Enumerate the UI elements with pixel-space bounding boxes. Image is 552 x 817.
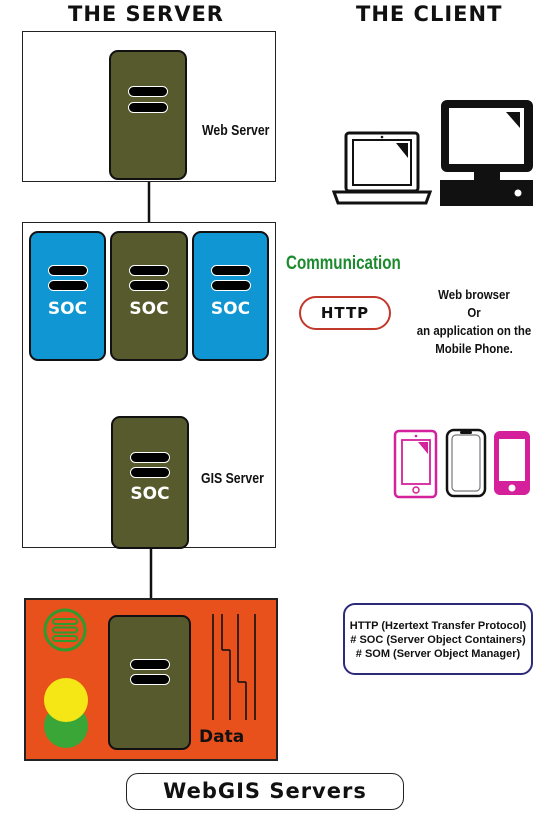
legend-line-3: # SOM (Server Object Manager) xyxy=(355,648,521,660)
soc-label: SOC xyxy=(210,299,251,319)
traffic-light-icon xyxy=(44,678,88,748)
web-server-label: Web Server xyxy=(202,122,270,139)
legend-box: HTTP (Hzertext Transfer Protocol) # SOC … xyxy=(343,603,533,675)
soc-label: SOC xyxy=(129,299,169,319)
gis-server-unit: SOC xyxy=(111,416,189,549)
client-header: THE CLIENT xyxy=(356,2,503,26)
smartphone-pink-icon xyxy=(494,431,530,495)
client-description: Web browser Or an application on the Mob… xyxy=(391,286,552,358)
legend-line-2: # SOC (Server Object Containers) xyxy=(350,634,526,646)
gis-soc-label: SOC xyxy=(130,484,170,504)
data-lines-icon xyxy=(212,614,256,720)
http-badge: HTTP xyxy=(299,296,391,330)
client-note-line-3: an application on the xyxy=(416,323,532,338)
legend-line-1: HTTP (Hzertext Transfer Protocol) xyxy=(349,620,527,632)
client-note-line-2: Or xyxy=(467,305,481,320)
soc-container-2: SOC xyxy=(110,231,188,361)
footer-title: WebGIS Servers xyxy=(126,773,404,810)
laptop-icon xyxy=(331,131,433,205)
soc-container-1: SOC xyxy=(29,231,106,361)
soc-container-3: SOC xyxy=(192,231,269,361)
desktop-computer-icon xyxy=(440,100,533,206)
gis-server-label: GIS Server xyxy=(201,470,264,487)
server-header: THE SERVER xyxy=(68,2,224,26)
data-label: Data xyxy=(199,727,245,747)
client-note-line-4: Mobile Phone. xyxy=(435,341,513,356)
database-icon xyxy=(43,608,87,652)
tablet-icon xyxy=(393,429,438,499)
client-note-line-1: Web browser xyxy=(438,287,510,302)
soc-label: SOC xyxy=(47,299,88,319)
smartphone-icon xyxy=(445,428,487,498)
data-server-unit xyxy=(108,615,191,750)
web-server-unit xyxy=(109,50,187,180)
communication-title: Communication xyxy=(286,253,401,274)
